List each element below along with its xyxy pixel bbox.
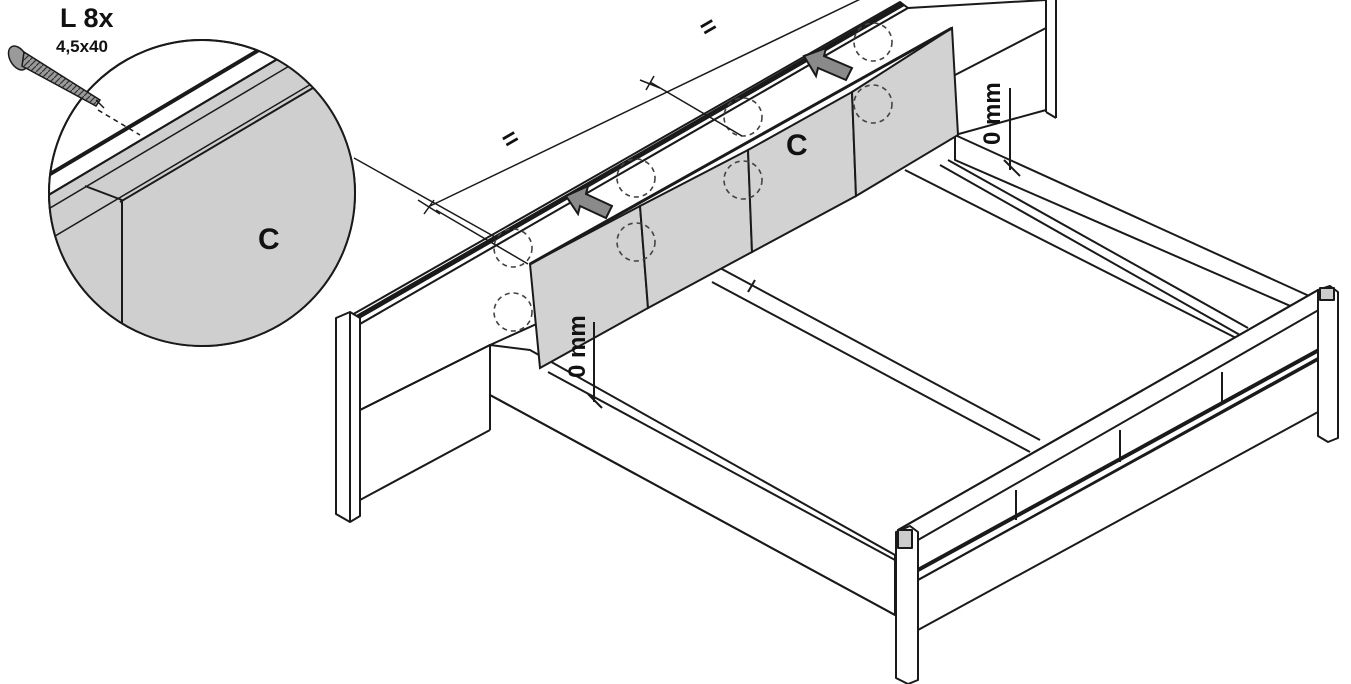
detail-magnifier — [48, 39, 356, 347]
screw-icon — [7, 45, 105, 109]
detail-label: C — [258, 223, 280, 256]
headboard-panels — [528, 26, 960, 370]
gap-label-left: 0 mm — [564, 315, 591, 378]
equal-mark-2: = — [694, 10, 722, 44]
center-support — [711, 267, 1041, 453]
footboard-post-left — [895, 525, 919, 684]
panel-label: C — [786, 129, 808, 162]
gap-label-right: 0 mm — [979, 82, 1006, 145]
arrow-left — [564, 184, 614, 220]
side-rail-right — [904, 134, 1319, 341]
gap-marker-left — [587, 322, 603, 409]
dimension-lines — [353, 0, 861, 265]
push-arrows — [564, 46, 854, 220]
hardware-label: L 8x — [60, 3, 114, 33]
panel-4 — [850, 26, 960, 198]
footboard — [897, 289, 1337, 631]
screw-positions — [493, 22, 893, 332]
headboard-post-left — [335, 311, 361, 523]
arrow-right — [802, 46, 854, 82]
equal-mark-1: = — [496, 122, 524, 156]
gap-marker-right — [1003, 88, 1021, 177]
side-rail-left — [489, 344, 896, 616]
footboard-post-right — [1317, 285, 1339, 443]
hardware-size: 4,5x40 — [56, 37, 108, 56]
